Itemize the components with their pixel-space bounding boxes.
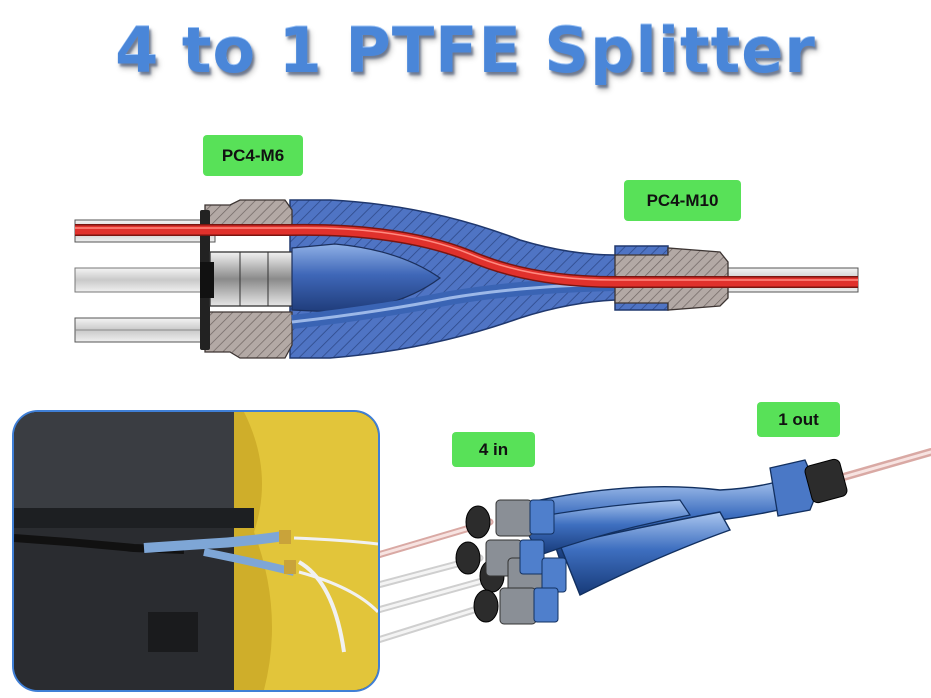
label-4-in: 4 in: [452, 432, 535, 467]
label-1-out: 1 out: [757, 402, 840, 437]
label-pc4-m10: PC4-M10: [624, 180, 741, 221]
label-pc4-m6: PC4-M6: [203, 135, 303, 176]
installed-photo-drawing: [14, 412, 378, 690]
page-title: 4 to 1 PTFE Splitter: [115, 14, 816, 87]
installed-photo: [12, 410, 380, 692]
